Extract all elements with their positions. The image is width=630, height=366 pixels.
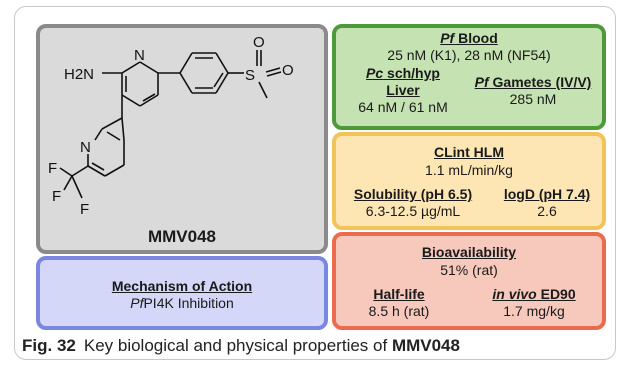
moa-value-prefix: Pf: [130, 295, 144, 311]
liver-value: 64 nM / 61 nM: [358, 99, 448, 115]
moa-title: Mechanism of Action: [111, 278, 253, 294]
ed90-value: 1.7 mg/kg: [503, 303, 565, 319]
fluorine-3-label: F: [80, 201, 89, 218]
gametes-value: 285 nM: [509, 91, 557, 107]
moa-panel: Mechanism of Action PfPI4K Inhibition: [36, 256, 328, 330]
logd-value: 2.6: [537, 203, 557, 219]
halflife-title: Half-life: [373, 286, 425, 302]
gametes-title-prefix: Pf: [474, 74, 489, 90]
blood-title: Blood: [454, 30, 498, 46]
molecule-structure: H2N N N S O O F F F: [48, 34, 294, 218]
figure-caption: Fig. 32 Key biological and physical prope…: [22, 336, 460, 356]
solubility-title: Solubility (pH 6.5): [353, 186, 473, 202]
oxygen-top-label: O: [253, 34, 265, 51]
pyridine-n-label: N: [134, 47, 145, 64]
hlm-value: 1.1 mL/min/kg: [425, 162, 513, 178]
fluorine-2-label: F: [52, 188, 61, 205]
bio-panel: Bioavailability 51% (rat) Half-life 8.5 …: [332, 232, 606, 330]
blood-value: 25 nM (K1), 28 nM (NF54): [387, 47, 551, 63]
liver-title: sch/hyp: [383, 65, 440, 81]
gametes-title: Gametes (IV/V): [488, 74, 592, 90]
bio-value: 51% (rat): [440, 262, 498, 278]
fluorine-1-label: F: [48, 160, 57, 177]
caption-text: Key biological and physical properties o…: [83, 336, 392, 355]
logd-title: logD (pH 7.4): [503, 186, 591, 202]
liver-title-line2: Liver: [386, 82, 420, 98]
blood-panel: Pf Blood 25 nM (K1), 28 nM (NF54) Pc sch…: [332, 24, 606, 130]
sulfur-label: S: [245, 67, 255, 84]
ed90-title: ED90: [536, 286, 576, 302]
compound-name: MMV048: [147, 227, 217, 246]
hlm-panel: CLint HLM 1.1 mL/min/kg Solubility (pH 6…: [332, 132, 606, 230]
ed90-title-prefix: in vivo: [492, 286, 537, 302]
halflife-value: 8.5 h (rat): [368, 303, 430, 319]
amine-label: H2N: [64, 66, 94, 83]
structure-panel: H2N N N S O O F F F MMV048: [36, 24, 328, 254]
bio-title: Bioavailability: [421, 244, 517, 260]
pyridine-n-lower-label: N: [80, 139, 91, 156]
hlm-title: CLint HLM: [434, 144, 504, 160]
oxygen-right-label: O: [282, 62, 294, 79]
solubility-value: 6.3-12.5 µg/mL: [365, 203, 461, 219]
blood-title-prefix: Pf: [440, 30, 455, 46]
caption-compound: MMV048: [391, 336, 460, 355]
figure-label: Fig. 32: [22, 336, 76, 355]
liver-title-prefix: Pc: [366, 65, 384, 81]
moa-value: PI4K Inhibition: [143, 295, 234, 311]
